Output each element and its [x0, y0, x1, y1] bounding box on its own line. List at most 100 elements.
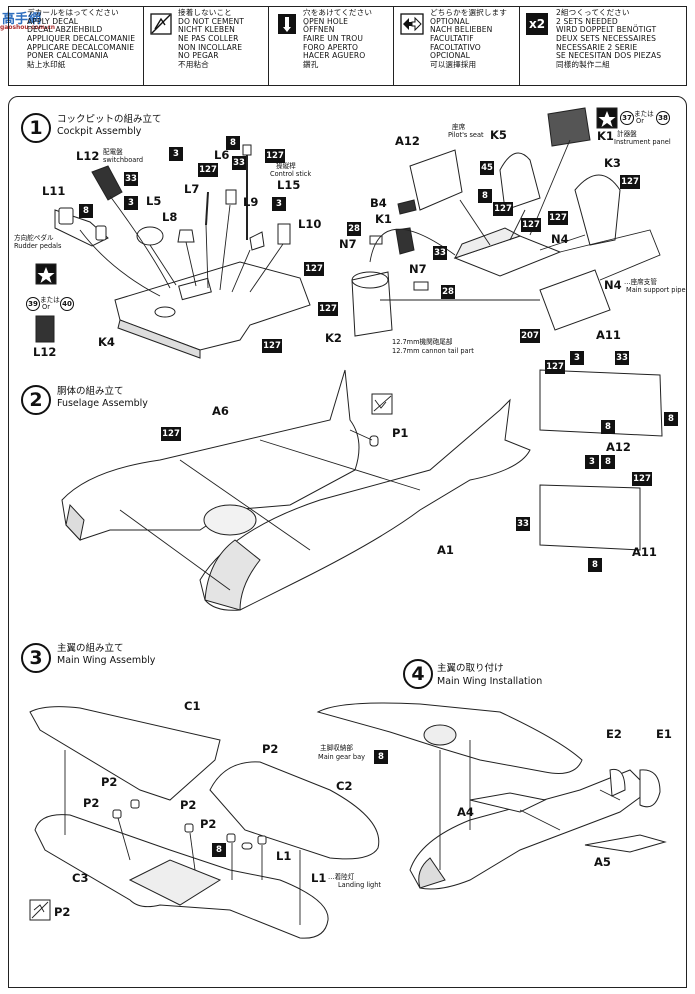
- part-L8: L8: [162, 210, 178, 224]
- part-A6: A6: [212, 404, 229, 418]
- part-K2: K2: [325, 331, 342, 345]
- decal-38: 38: [656, 111, 670, 125]
- legend-line: 可以選擇採用: [430, 60, 477, 70]
- watermark-sub: gaoshou.com.cn: [0, 24, 56, 31]
- part-A1: A1: [437, 543, 454, 557]
- part-B4: B4: [370, 196, 387, 210]
- part-C1: C1: [184, 699, 201, 713]
- tag-45: 45: [480, 161, 494, 175]
- part-A12: A12: [395, 134, 420, 148]
- no-cement-icon: [150, 13, 172, 35]
- legend-no-cement-text: 接着しないこと DO NOT CEMENT NICHT KLEBEN NE PA…: [178, 8, 245, 70]
- step-1-title-en: Cockpit Assembly: [57, 126, 142, 137]
- step-3-title-en: Main Wing Assembly: [57, 655, 156, 666]
- tag-28: 28: [441, 285, 455, 299]
- decal-40: 40: [60, 297, 74, 311]
- part-A5: A5: [594, 855, 611, 869]
- part-K1: K1: [375, 212, 392, 226]
- panel-label-jp: 計器盤: [617, 130, 637, 138]
- legend-line: 2組つくってください: [556, 8, 630, 17]
- watermark-logo: 高手網 gaoshou.com.cn: [0, 8, 60, 38]
- pipe-label-jp: …座席支管: [624, 278, 657, 286]
- part-E2: E2: [606, 727, 622, 741]
- legend-line: OPEN HOLE: [303, 16, 349, 26]
- part-K4: K4: [98, 335, 115, 349]
- step-1-number: 1: [21, 113, 51, 143]
- part-N7: N7: [339, 237, 357, 251]
- tag-127: 127: [548, 211, 568, 225]
- legend-line: DO NOT CEMENT: [178, 16, 245, 26]
- step-4-number: 4: [403, 659, 433, 689]
- legend-line: ÖFFNEN: [303, 25, 335, 35]
- legend-optional-text: どちらかを選択します OPTIONAL NACH BELIEBEN FACULT…: [430, 8, 507, 70]
- legend-line: PONER CALCOMANIA: [27, 51, 109, 61]
- or-jp: または: [40, 296, 60, 304]
- legend-line: DECAL ABZIEHBILD: [27, 25, 103, 35]
- decal-37: 37: [620, 111, 634, 125]
- part-L12-decal: L12: [33, 345, 57, 359]
- part-L15: L15: [277, 178, 301, 192]
- optional-arrows-icon: [400, 13, 424, 35]
- part-P2: P2: [180, 798, 197, 812]
- part-P2: P2: [200, 817, 217, 831]
- switchboard-label-en: switchboard: [103, 156, 144, 164]
- tag-127: 127: [620, 175, 640, 189]
- tag-127: 127: [161, 427, 181, 441]
- tag-127: 127: [318, 302, 338, 316]
- tag-8: 8: [664, 412, 678, 426]
- tag-127: 127: [262, 339, 282, 353]
- tag-33: 33: [516, 517, 530, 531]
- instruction-frame: [8, 96, 687, 988]
- part-K5: K5: [490, 128, 507, 142]
- panel-label-en: Instrument panel: [614, 138, 671, 146]
- tag-127: 127: [198, 163, 218, 177]
- step-3-title-jp: 主翼の組み立て: [57, 643, 124, 654]
- stick-label-en: Control stick: [270, 170, 312, 178]
- gearbay-label-en: Main gear bay: [318, 753, 366, 761]
- step-1-title-jp: コックピットの組み立て: [57, 114, 162, 125]
- seat-label-en: Pilot's seat: [448, 131, 484, 139]
- tag-3: 3: [272, 197, 286, 211]
- tag-8: 8: [588, 558, 602, 572]
- gearbay-label-jp: 主脚収納部: [320, 744, 353, 752]
- switchboard-label-jp: 配電盤: [103, 148, 123, 156]
- step-3-number: 3: [21, 643, 51, 673]
- part-P2: P2: [83, 796, 100, 810]
- legend-line: NE PAS COLLER: [178, 34, 239, 44]
- tag-127: 127: [545, 360, 565, 374]
- rudder-label-jp: 方向舵ペダル: [14, 234, 54, 242]
- legend-line: NECESSARIE 2 SERIE: [556, 42, 638, 52]
- legend-line: NACH BELIEBEN: [430, 25, 493, 35]
- part-C3: C3: [72, 871, 89, 885]
- part-P2: P2: [101, 775, 118, 789]
- legend-line: 鑽孔: [303, 60, 319, 70]
- landing-label-en: Landing light: [338, 881, 381, 889]
- tag-8: 8: [601, 420, 615, 434]
- legend-line: WIRD DOPPELT BENÖTIGT: [556, 25, 657, 35]
- legend-line: FACOLTATIVO: [430, 42, 481, 52]
- tag-127: 127: [265, 149, 285, 163]
- part-L6: L6: [214, 148, 230, 162]
- legend-line: どちらかを選択します: [430, 8, 507, 17]
- tag-33: 33: [232, 156, 246, 170]
- tag-3: 3: [570, 351, 584, 365]
- legend-line: OPTIONAL: [430, 16, 470, 26]
- step-2-title-en: Fuselage Assembly: [57, 398, 148, 409]
- drill-hole-icon: [278, 14, 296, 34]
- part-A11-detail: A11: [632, 545, 657, 559]
- part-A4: A4: [457, 805, 474, 819]
- part-A12-detail: A12: [606, 440, 631, 454]
- tag-8: 8: [601, 455, 615, 469]
- tag-8: 8: [226, 136, 240, 150]
- part-P1: P1: [392, 426, 409, 440]
- tag-33: 33: [433, 246, 447, 260]
- tag-127: 127: [493, 202, 513, 216]
- tag-3: 3: [169, 147, 183, 161]
- tag-8: 8: [212, 843, 226, 857]
- part-N4-pipe: N4: [604, 278, 622, 292]
- pipe-label-en: Main support pipe: [626, 286, 686, 294]
- part-P2: P2: [262, 742, 279, 756]
